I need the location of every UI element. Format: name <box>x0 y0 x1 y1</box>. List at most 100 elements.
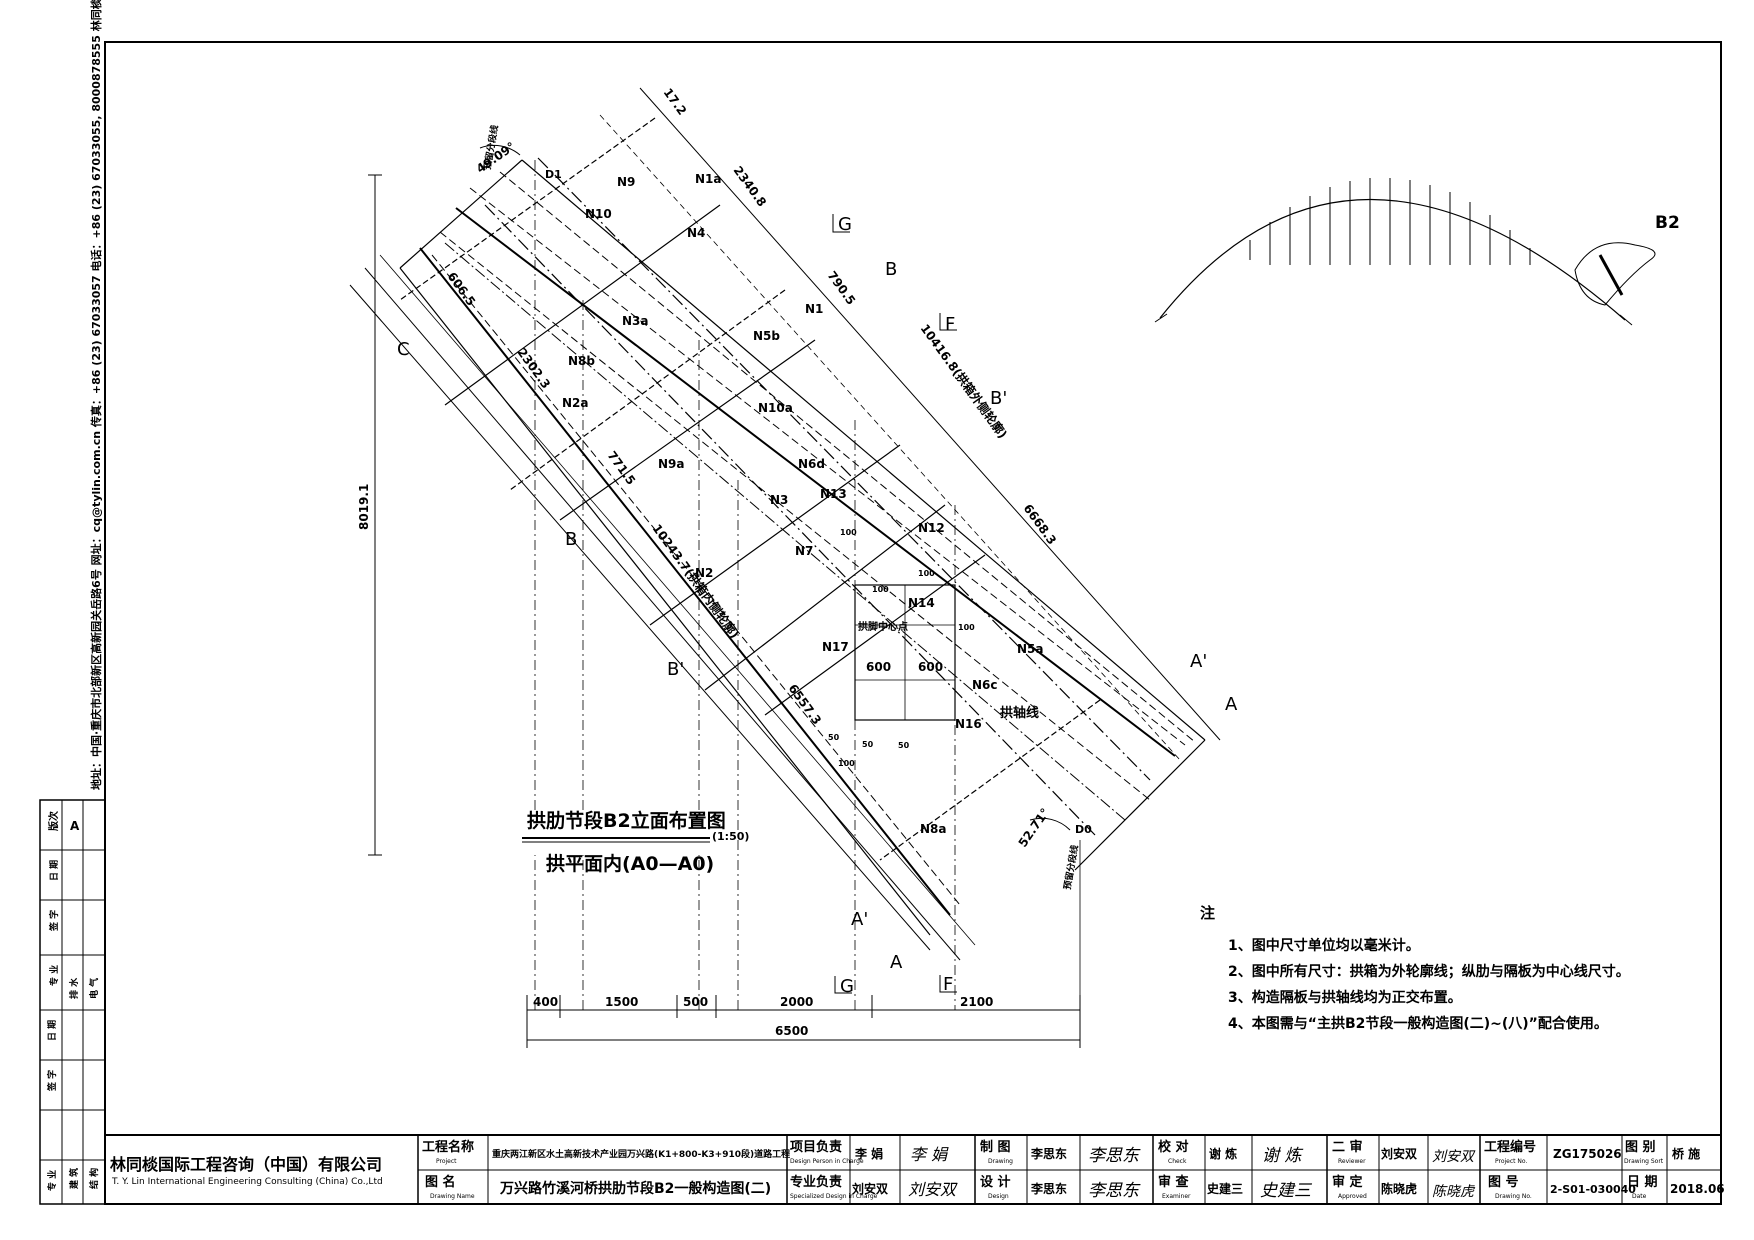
design-signature: 李思东 <box>1088 1181 1141 1201</box>
date-value: 2018.06 <box>1670 1182 1725 1196</box>
section-b-top: B <box>885 259 897 280</box>
drawing-name-label: 图 名 <box>425 1174 456 1190</box>
dim-10416-8: 10416.8(拱箱外侧轮廓) <box>918 321 1011 441</box>
point-d1: D1 <box>545 168 562 181</box>
key-arch-diagram <box>1154 178 1656 326</box>
bottom-dimension-chain <box>526 995 1081 1048</box>
exam-label-en: Examiner <box>1162 1193 1191 1200</box>
dim-17-2: 17.2 <box>661 86 690 118</box>
sort-label: 图 别 <box>1625 1140 1656 1155</box>
section-b-prime-left: B' <box>667 659 684 680</box>
part-label: N2 <box>695 566 713 580</box>
part-label: N13 <box>820 487 847 501</box>
part-label: N3 <box>770 493 788 507</box>
draw-label-en: Drawing <box>988 1158 1013 1165</box>
dim-2340-8: 2340.8 <box>731 164 770 210</box>
part-label: N7 <box>795 544 813 558</box>
part-label: N9a <box>658 457 685 471</box>
width-600-left: 600 <box>866 660 891 674</box>
subtitle-text: 拱平面内(A0—A0) <box>546 852 714 875</box>
review-label-en: Reviewer <box>1338 1158 1366 1165</box>
elec-label: 电 气 <box>88 978 100 999</box>
spec-col-1: 专 业 <box>48 965 60 986</box>
part-label: N8b <box>568 354 595 368</box>
section-a-right: A <box>1225 694 1238 715</box>
drawno-label: 图 号 <box>1488 1175 1519 1190</box>
approve-name: 陈晓虎 <box>1381 1181 1417 1196</box>
project-name: 重庆两江新区水土高新技术产业园万兴路(K1+800-K3+910段)道路工程 <box>492 1148 790 1160</box>
part-labels: N1a N9 N10 N4 N1 N3a N5b N8b N2a N10a N9… <box>474 124 1092 890</box>
project-label-en: Project <box>436 1158 457 1165</box>
section-g-bottom: G <box>840 976 854 997</box>
section-f-top: F <box>945 314 955 335</box>
projno-value: ZG175026 <box>1553 1147 1622 1161</box>
design-label-en: Design <box>988 1193 1009 1200</box>
approve-signature: 陈晓虎 <box>1432 1184 1476 1200</box>
scale-text: (1:50) <box>712 830 749 843</box>
draw-name: 李思东 <box>1030 1146 1067 1161</box>
arch-axis-label: 拱轴线 <box>1000 705 1039 721</box>
note-item: 1、图中尺寸单位均以毫米计。 <box>1228 937 1420 954</box>
sign-col-1: 签 字 <box>48 910 60 932</box>
spec-label: 专业负责 <box>790 1174 842 1190</box>
section-a-prime-right: A' <box>1190 651 1207 672</box>
bottom-dimension-values: 400 1500 500 2000 2100 6500 <box>533 995 993 1038</box>
date-col-2: 日 期 <box>46 1020 58 1041</box>
design-label: 设 计 <box>980 1174 1011 1190</box>
part-label: N9 <box>617 175 635 189</box>
section-a-prime-bottom: A' <box>851 909 868 930</box>
drawing-name-label-en: Drawing Name <box>430 1193 475 1200</box>
dim-606-5: 606.5 <box>445 270 479 309</box>
section-b-prime-top: B' <box>990 388 1007 409</box>
dim-2302-3: 2302.3 <box>515 346 554 392</box>
arch-label: 建 筑 <box>68 1168 80 1189</box>
part-label: N2a <box>562 396 589 410</box>
small-dim: 50 <box>898 741 910 750</box>
section-letters: G B F B' C B B' A' A A' A G F <box>397 214 1238 997</box>
exam-name: 史建三 <box>1207 1181 1243 1196</box>
dim-2100: 2100 <box>960 995 993 1009</box>
part-label: N12 <box>918 521 945 535</box>
date-label: 日 期 <box>1627 1175 1658 1190</box>
exam-signature: 史建三 <box>1260 1181 1313 1201</box>
pm-label-en: Design Person in Charge <box>790 1158 864 1165</box>
title-block <box>105 1134 1721 1204</box>
part-label: N1a <box>695 172 722 186</box>
review-signature: 刘安双 <box>1432 1149 1476 1165</box>
drawing-name: 万兴路竹溪河桥拱肋节段B2一般构造图(二) <box>499 1180 771 1197</box>
part-label: N10 <box>585 207 612 221</box>
section-g-top: G <box>838 214 852 235</box>
draw-signature: 李思东 <box>1088 1146 1141 1166</box>
review-label: 二 审 <box>1332 1139 1363 1155</box>
small-dim: 100 <box>838 759 855 768</box>
section-a-bottom: A <box>890 952 903 973</box>
small-dim: 100 <box>840 528 857 537</box>
title-text: 拱肋节段B2立面布置图 <box>527 809 726 832</box>
check-label-en: Check <box>1168 1158 1187 1165</box>
key-b2-label: B2 <box>1655 213 1680 233</box>
part-label: N6c <box>972 678 998 692</box>
part-label: N10a <box>758 401 793 415</box>
sort-label-en: Drawing Sort <box>1624 1158 1664 1165</box>
section-b-left: B <box>565 529 577 550</box>
date-label-en: Date <box>1632 1193 1647 1200</box>
notes-heading: 注 <box>1200 904 1215 922</box>
spec-col-2: 专 业 <box>46 1170 58 1191</box>
dim-6500: 6500 <box>775 1024 808 1038</box>
dim-400: 400 <box>533 995 558 1009</box>
note-item: 4、本图需与“主拱B2节段一般构造图(二)~(八)”配合使用。 <box>1228 1015 1608 1032</box>
section-c: C <box>397 339 410 360</box>
dim-500: 500 <box>683 995 708 1009</box>
revision-table: 版次 A 日 期 签 字 专 业 日 期 签 字 专 业 排 水 电 气 建 筑… <box>40 799 105 1204</box>
draw-label: 制 图 <box>980 1139 1011 1155</box>
part-label: N8a <box>920 822 947 836</box>
address-text: 地址：中国·重庆市北部新区高新园关岳路6号 网址：cq@tylin.com.cn… <box>89 0 103 790</box>
approve-label-en: Approved <box>1338 1193 1367 1200</box>
drawing-title: 拱肋节段B2立面布置图 (1:50) 拱平面内(A0—A0) <box>510 809 749 875</box>
part-label: N5b <box>753 329 780 343</box>
notes: 注 1、图中尺寸单位均以毫米计。 2、图中所有尺寸：拱箱为外轮廓线；纵肋与隔板为… <box>1200 904 1630 1032</box>
approve-label: 审 定 <box>1332 1174 1363 1190</box>
note-item: 2、图中所有尺寸：拱箱为外轮廓线；纵肋与隔板为中心线尺寸。 <box>1228 963 1630 980</box>
small-dim: 100 <box>872 585 889 594</box>
